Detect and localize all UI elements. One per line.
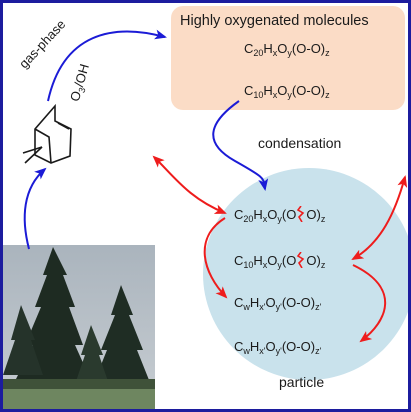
arrow-gas-phase-oxidation <box>47 29 167 102</box>
arrow-photo-to-molecule <box>23 167 47 250</box>
particle-label: particle <box>279 374 325 390</box>
arrow-red-left-lower <box>203 217 228 299</box>
arrow-condensation <box>212 100 269 191</box>
spruce-forest-photo <box>3 245 155 409</box>
hom-box <box>171 6 405 110</box>
arrow-red-right-lower <box>352 264 387 343</box>
arrow-red-right-upper <box>351 175 408 260</box>
alpha-pinene-structure-icon <box>22 103 72 164</box>
hom-box-title: Highly oxygenated molecules <box>180 13 369 29</box>
hom-formula-c10: C10HxOy(O-O)z <box>244 83 330 100</box>
particle-formula-cw-2: CwHx'Oy'(O-O)z' <box>234 339 322 356</box>
hom-formula-c20: C20HxOy(O-O)z <box>244 41 330 58</box>
arrow-red-left-upper <box>152 155 227 214</box>
condensation-label: condensation <box>258 135 342 151</box>
connector-arrows <box>22 29 408 343</box>
particle-formula-cw-1: CwHx'Oy'(O-O)z' <box>234 295 322 312</box>
